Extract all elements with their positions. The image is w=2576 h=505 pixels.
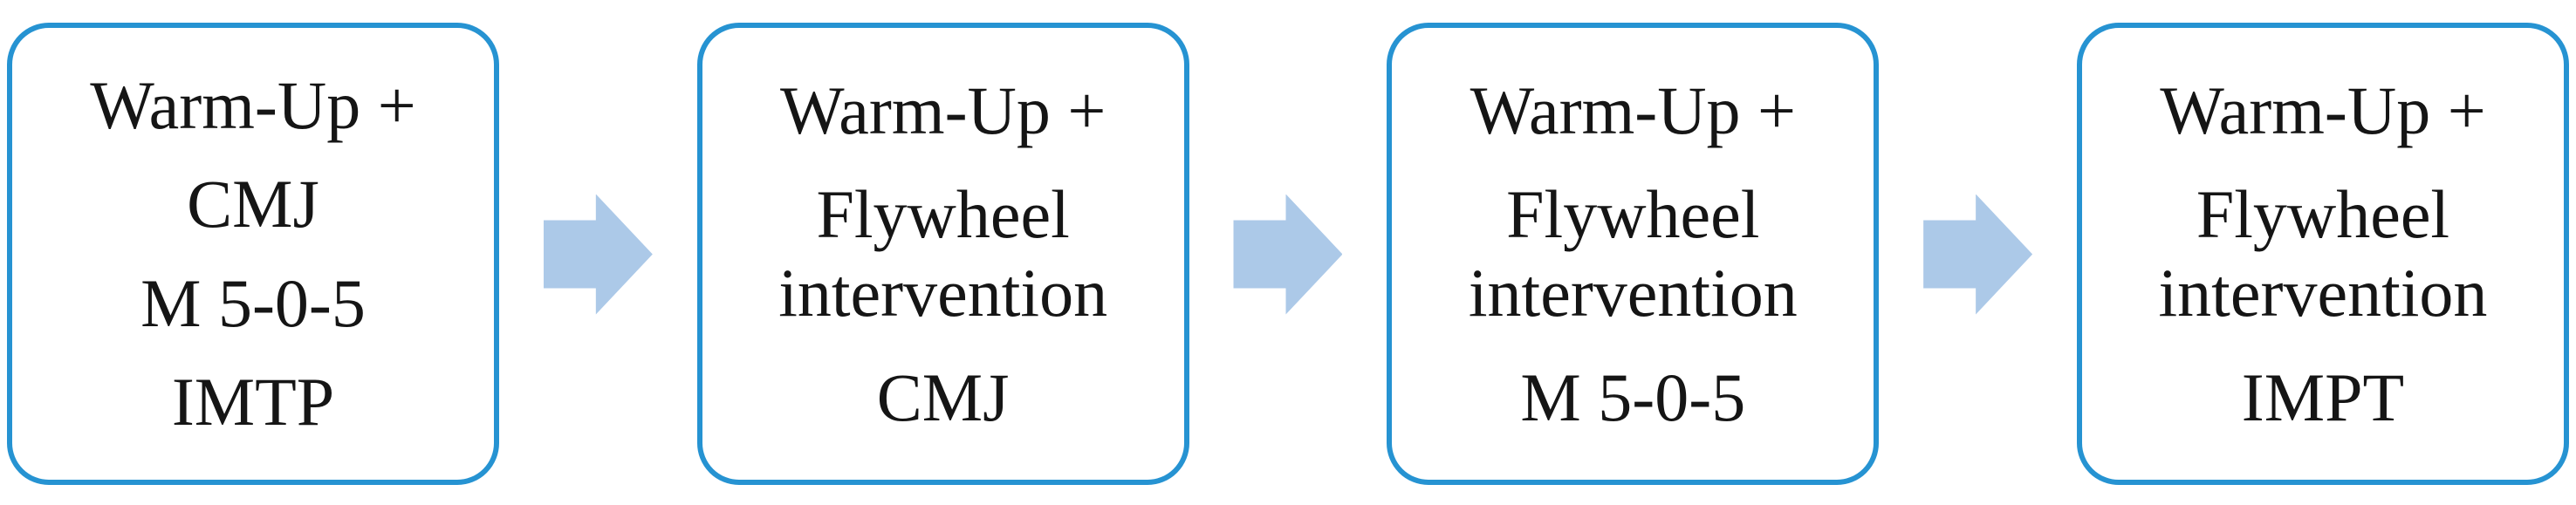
stage-line: IMTP: [171, 364, 335, 440]
stage-line: CMJ: [876, 358, 1010, 435]
stage-line: Warm-Up +: [90, 66, 416, 143]
stage-line: Warm-Up +: [779, 72, 1106, 148]
stage-line: IMPT: [2241, 358, 2405, 435]
stage-line: Flywheel intervention: [1468, 176, 1798, 331]
stage-line: Flywheel intervention: [2158, 176, 2488, 331]
right-block-arrow-icon: [1923, 194, 2033, 315]
stage-line: Warm-Up +: [1470, 72, 1797, 148]
stage-box-1: Warm-Up + CMJ M 5-0-5 IMTP: [7, 23, 499, 485]
right-block-arrow-icon: [543, 194, 653, 315]
stage-line: M 5-0-5: [140, 264, 366, 341]
right-block-arrow-icon: [1233, 194, 1343, 315]
stage-line: CMJ: [187, 166, 319, 242]
stage-line: M 5-0-5: [1520, 358, 1746, 435]
stage-box-2: Warm-Up + Flywheel intervention CMJ: [696, 23, 1189, 485]
stage-box-4: Warm-Up + Flywheel intervention IMPT: [2076, 23, 2569, 485]
stage-line: Warm-Up +: [2160, 72, 2486, 148]
stage-box-3: Warm-Up + Flywheel intervention M 5-0-5: [1387, 23, 1880, 485]
stage-line: Flywheel intervention: [778, 176, 1108, 331]
